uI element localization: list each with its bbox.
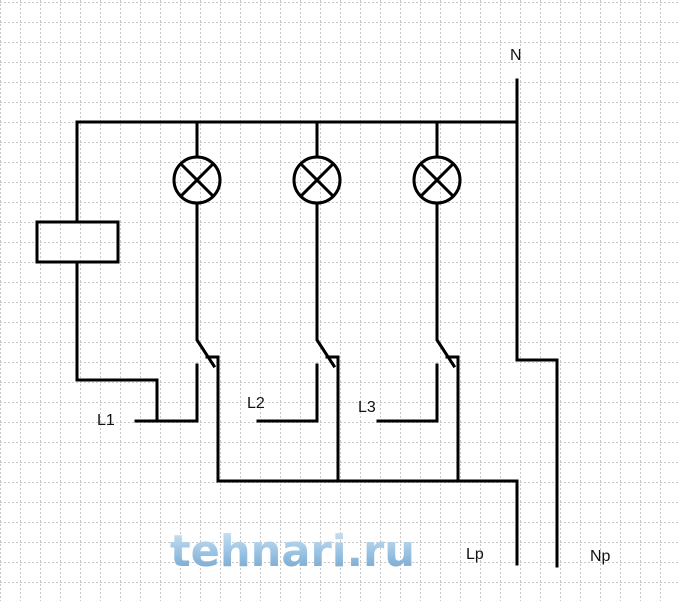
neutral-wire [515, 78, 559, 568]
label-lp: Lp [466, 546, 484, 563]
label-l1: L1 [97, 412, 115, 429]
label-l2: L2 [247, 395, 265, 412]
relay-wire-bottom [75, 260, 159, 423]
label-n: N [510, 47, 522, 64]
switch-2 [315, 201, 340, 483]
branch-3 [376, 120, 462, 483]
branch-1 [134, 120, 222, 483]
watermark: tehnari.ru [170, 526, 415, 577]
label-l3: L3 [358, 399, 376, 416]
switch-1 [195, 201, 220, 483]
label-np: Np [590, 548, 611, 565]
branch-2 [256, 120, 342, 483]
switch-3 [435, 201, 460, 483]
output-bus [216, 479, 519, 566]
